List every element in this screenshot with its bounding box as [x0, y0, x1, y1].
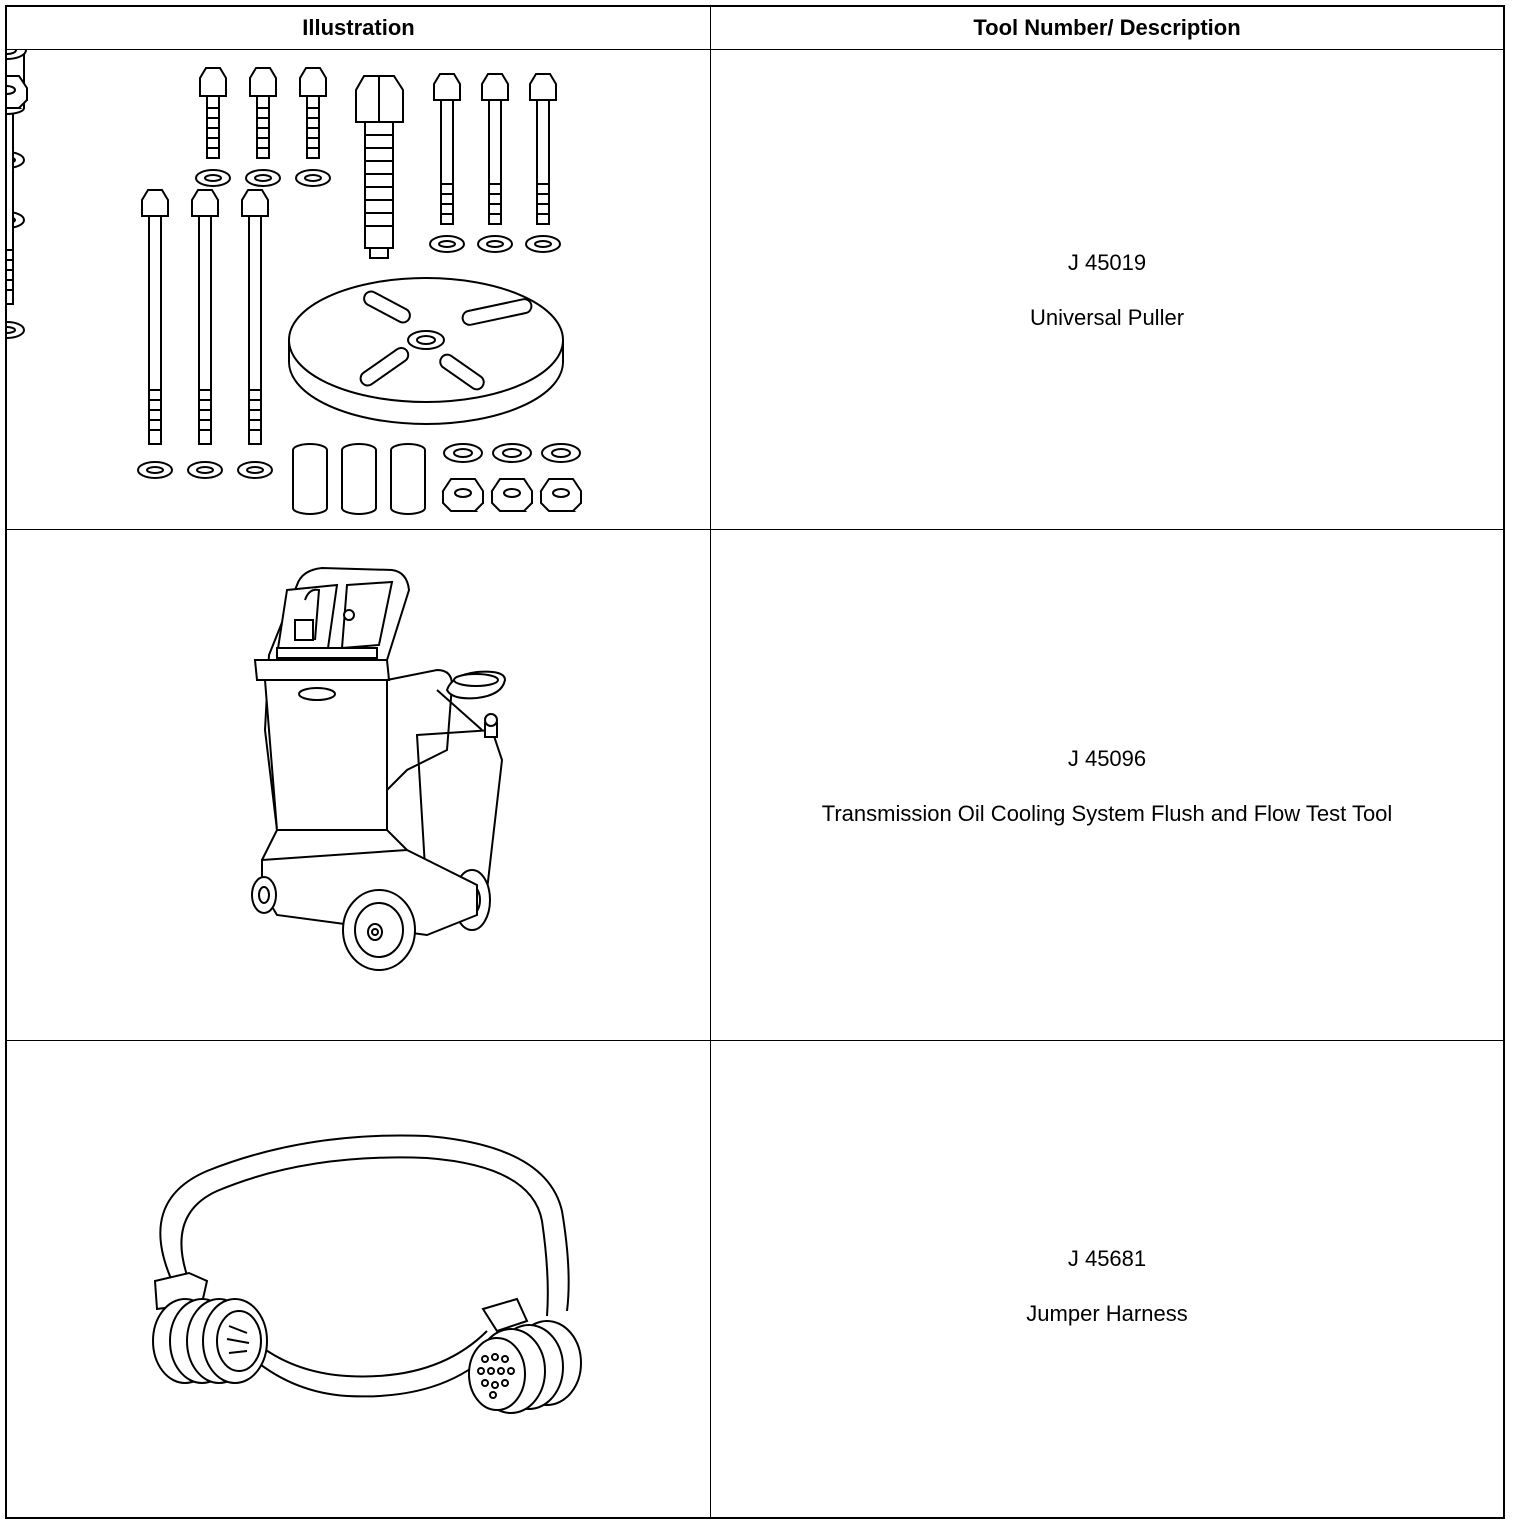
tool-description-cell: J 45096 Transmission Oil Cooling System …	[711, 530, 1503, 1040]
tool-description: Universal Puller	[1029, 305, 1185, 330]
table-header-row: Illustration Tool Number/ Description	[7, 7, 1503, 50]
jumper-harness-icon	[7, 1041, 711, 1517]
universal-puller-icon	[7, 50, 582, 515]
tool-number: J 45096	[1067, 746, 1147, 771]
header-tool-number-description: Tool Number/ Description	[973, 15, 1241, 40]
illustration-cell	[7, 1041, 711, 1517]
tool-description-cell: J 45681 Jumper Harness	[711, 1041, 1503, 1517]
table-row: J 45096 Transmission Oil Cooling System …	[7, 530, 1503, 1041]
illustration-cell	[7, 530, 711, 1040]
table-row: J 45681 Jumper Harness	[7, 1041, 1503, 1517]
header-illustration: Illustration	[7, 7, 711, 49]
flush-flow-cart-icon	[7, 530, 711, 1041]
tool-number: J 45681	[1067, 1246, 1147, 1271]
tool-number: J 45019	[1067, 250, 1147, 275]
tool-description: Transmission Oil Cooling System Flush an…	[821, 801, 1393, 826]
tool-description-cell: J 45019 Universal Puller	[711, 50, 1503, 529]
tool-description: Jumper Harness	[1026, 1301, 1188, 1326]
illustration-cell	[7, 50, 711, 529]
table-row: J 45019 Universal Puller	[7, 50, 1503, 530]
tool-table: Illustration Tool Number/ Description	[5, 5, 1505, 1519]
